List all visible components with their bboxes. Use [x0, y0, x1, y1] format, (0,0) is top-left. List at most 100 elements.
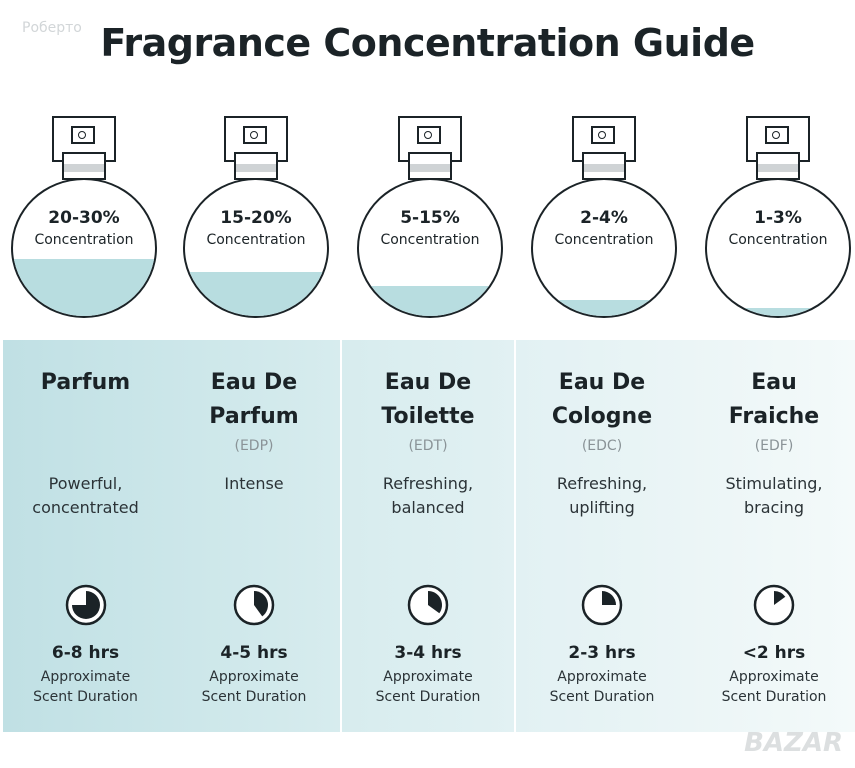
description-line2: balanced	[391, 498, 465, 517]
description-line1: Powerful,	[48, 474, 123, 493]
description-line2: concentrated	[32, 498, 139, 517]
fragrance-panel: Parfum Powerful, concentrated 6-8 hrs Ap…	[3, 340, 168, 732]
neck-stripe	[236, 164, 276, 172]
bottle-cap-button	[417, 126, 441, 144]
bottle-neck	[582, 152, 626, 180]
fragrance-panel: Eau De Toilette (EDT) Refreshing, balanc…	[342, 340, 514, 732]
duration-caption-line2: Scent Duration	[721, 689, 827, 705]
fragrance-name-line1: Eau De	[210, 370, 298, 395]
bottle-body: 20-30% Concentration	[11, 178, 157, 318]
bottle-neck	[408, 152, 452, 180]
clock-wedge	[254, 591, 269, 617]
fragrance-name-line1: Eau De	[384, 370, 472, 395]
clock-icon	[753, 584, 795, 626]
fragrance-name-line1: Eau	[751, 370, 797, 395]
clock-wedge	[602, 591, 616, 605]
duration-hours: <2 hrs	[742, 643, 806, 663]
concentration-value: 20-30%	[48, 208, 120, 228]
bottle-cap-dot	[250, 131, 258, 139]
liquid-level	[533, 299, 675, 316]
fragrance-panel: Eau De Cologne (EDC) Refreshing, uplifti…	[516, 340, 688, 732]
clock-icon	[407, 584, 449, 626]
bottle-body: 1-3% Concentration	[705, 178, 851, 318]
description-line2: uplifting	[569, 498, 635, 517]
fragrance-name: Parfum	[3, 366, 168, 400]
fragrance-name: Eau De Parfum	[168, 366, 340, 434]
fragrance-panel: Eau Fraiche (EDF) Stimulating, bracing <…	[688, 340, 855, 732]
fragrance-abbreviation: (EDF)	[754, 438, 794, 454]
description-line1: Stimulating,	[725, 474, 823, 493]
perfume-bottle: 5-15% Concentration	[352, 112, 512, 322]
duration-caption-line2: Scent Duration	[549, 689, 655, 705]
duration-caption-line1: Approximate	[209, 669, 299, 685]
fragrance-panel: Eau De Parfum (EDP) Intense 4-5 hrs Appr…	[168, 340, 340, 732]
duration-caption: Approximate Scent Duration	[516, 667, 688, 707]
duration-caption-line1: Approximate	[40, 669, 131, 685]
neck-stripe	[64, 164, 104, 172]
bottle-cap-button	[71, 126, 95, 144]
perfume-bottle: 1-3% Concentration	[700, 112, 855, 322]
concentration-label: Concentration	[206, 232, 306, 248]
clock-wedge	[71, 591, 100, 619]
concentration-value: 2-4%	[580, 208, 628, 228]
liquid-level	[707, 307, 849, 316]
liquid-level	[185, 272, 327, 316]
bottle-neck	[62, 152, 106, 180]
concentration-label: Concentration	[728, 232, 828, 248]
duration-caption: Approximate Scent Duration	[168, 667, 340, 707]
clock-icon	[65, 584, 106, 626]
duration-caption: Approximate Scent Duration	[342, 667, 514, 707]
fragrance-description: Refreshing, balanced	[342, 472, 514, 520]
duration-caption-line1: Approximate	[729, 669, 819, 685]
bottle-cap-button	[591, 126, 615, 144]
bottle-body: 5-15% Concentration	[357, 178, 503, 318]
concentration-value: 1-3%	[754, 208, 802, 228]
bottle-body: 15-20% Concentration	[183, 178, 329, 318]
description-line1: Intense	[224, 474, 284, 493]
perfume-bottle: 15-20% Concentration	[178, 112, 338, 322]
neck-stripe	[410, 164, 450, 172]
fragrance-name: Eau Fraiche	[688, 366, 855, 434]
concentration-label: Concentration	[554, 232, 654, 248]
duration-caption-line2: Scent Duration	[201, 689, 307, 705]
bottle-body: 2-4% Concentration	[531, 178, 677, 318]
duration-hours: 2-3 hrs	[568, 643, 636, 663]
duration-caption: Approximate Scent Duration	[688, 667, 855, 707]
description-line2: bracing	[743, 498, 805, 517]
fragrance-name-line2: Cologne	[551, 404, 653, 429]
bottle-cap-dot	[78, 131, 86, 139]
neck-stripe	[758, 164, 798, 172]
fragrance-name-line2: Fraiche	[728, 404, 820, 429]
fragrance-name: Eau De Toilette	[342, 366, 514, 434]
bottle-neck	[756, 152, 800, 180]
duration-caption-line2: Scent Duration	[375, 689, 481, 705]
fragrance-name-line2: Toilette	[381, 404, 475, 429]
fragrance-abbreviation: (EDC)	[581, 438, 623, 454]
duration-hours: 4-5 hrs	[220, 643, 288, 663]
description-line1: Refreshing,	[382, 474, 474, 493]
concentration-value: 15-20%	[220, 208, 292, 228]
watermark-logo: BAZAR	[744, 728, 843, 758]
duration-caption-line1: Approximate	[557, 669, 647, 685]
clock-icon	[233, 584, 275, 626]
fragrance-abbreviation: (EDT)	[408, 438, 448, 454]
description-line1: Refreshing,	[556, 474, 648, 493]
bottle-cap-button	[765, 126, 789, 144]
fragrance-description: Intense	[168, 472, 340, 496]
clock-wedge	[774, 591, 786, 605]
liquid-level	[13, 258, 155, 316]
perfume-bottle: 2-4% Concentration	[526, 112, 686, 322]
duration-hours: 3-4 hrs	[394, 643, 462, 663]
clock-icon	[581, 584, 623, 626]
fragrance-description: Stimulating, bracing	[688, 472, 855, 520]
neck-stripe	[584, 164, 624, 172]
page-title: Fragrance Concentration Guide	[100, 21, 755, 66]
fragrance-description: Refreshing, uplifting	[516, 472, 688, 520]
concentration-label: Concentration	[380, 232, 480, 248]
duration-caption-line1: Approximate	[383, 669, 473, 685]
duration-caption-line2: Scent Duration	[33, 689, 138, 705]
bottle-cap-button	[243, 126, 267, 144]
bottle-cap-dot	[424, 131, 432, 139]
fragrance-name-line2: Parfum	[209, 404, 299, 429]
concentration-label: Concentration	[34, 232, 134, 248]
